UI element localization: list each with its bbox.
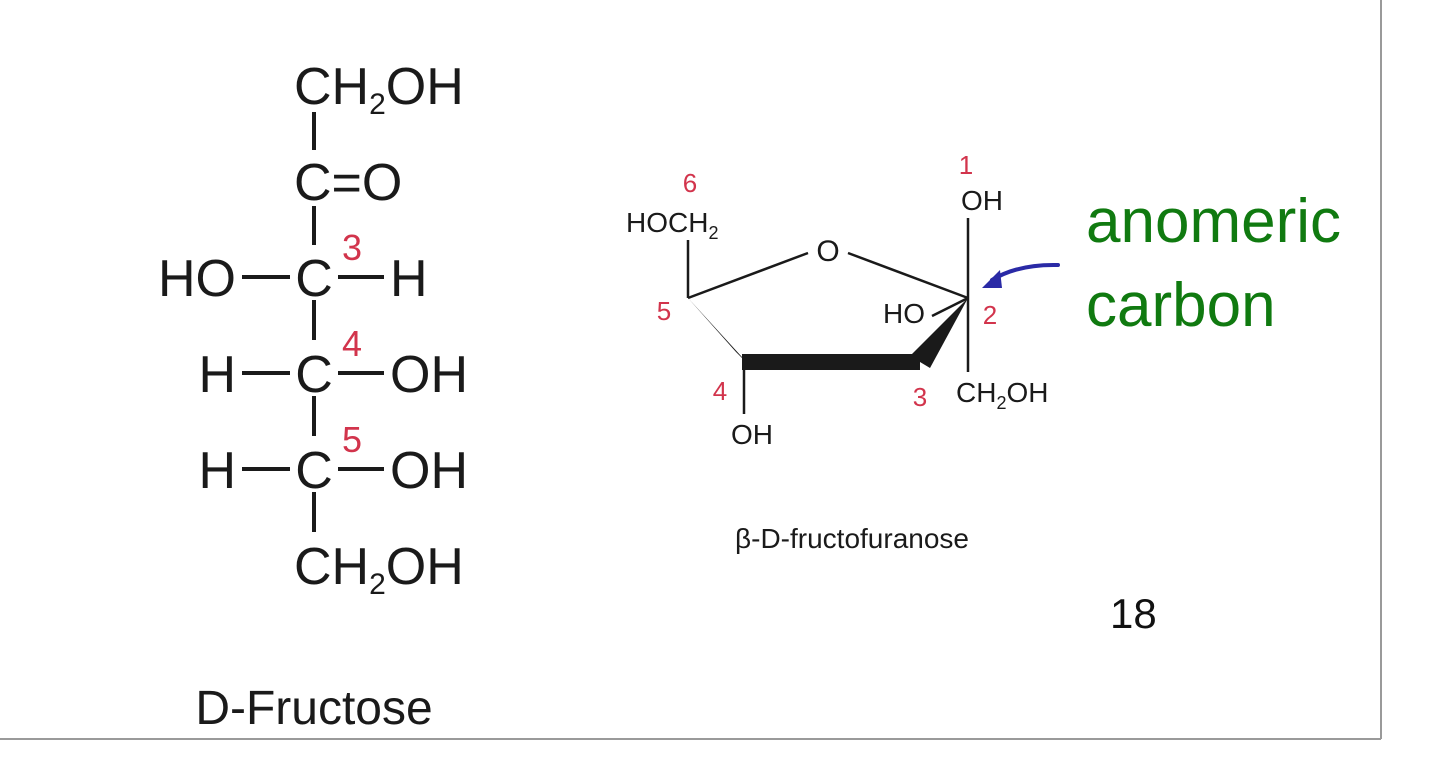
fischer-name: D-Fructose <box>195 682 432 735</box>
haworth-c1-oh: OH <box>961 185 1003 216</box>
fischer-c4-number: 4 <box>342 323 362 364</box>
haworth-number-1: 1 <box>959 150 973 180</box>
haworth-number-6: 6 <box>683 168 697 198</box>
haworth-c2-ho: HO <box>883 298 925 329</box>
fischer-c4-left: H <box>198 346 236 404</box>
bond-c5-c4-wedge <box>688 298 752 368</box>
fischer-carbonyl: C=O <box>294 154 402 212</box>
haworth-number-2: 2 <box>983 300 997 330</box>
haworth-ring-oxygen: O <box>816 235 839 268</box>
anomeric-annotation: anomeric carbon <box>982 187 1341 340</box>
bond-c4-c3-bold <box>742 354 920 370</box>
fischer-c5-left: H <box>198 442 236 500</box>
fischer-c5-right: OH <box>390 442 468 500</box>
haworth-ring <box>687 251 969 370</box>
fischer-c4-carbon: C <box>295 346 333 404</box>
fischer-c3-right: H <box>390 250 428 308</box>
slide-number: 18 <box>1110 590 1157 637</box>
haworth-atom-numbers: 1 2 3 4 5 6 <box>657 150 997 412</box>
bond-c5-o <box>687 251 809 300</box>
haworth-c2-ch2oh: CH2OH <box>956 377 1048 413</box>
fischer-c5-number: 5 <box>342 419 362 460</box>
anomeric-arrow <box>990 262 1060 282</box>
fischer-c3-carbon: C <box>295 250 333 308</box>
bond-c3-c2-wedge <box>910 298 968 368</box>
haworth-projection: O HOCH2 OH HO CH2OH OH 1 2 3 4 5 6 β-D-f… <box>626 150 1048 554</box>
bond-c2-ho <box>931 296 969 318</box>
fischer-bonds <box>242 112 384 532</box>
haworth-number-5: 5 <box>657 296 671 326</box>
haworth-c6-group: HOCH2 <box>626 207 718 243</box>
haworth-name: β-D-fructofuranose <box>735 523 969 554</box>
fischer-top-group: CH2OH <box>294 58 464 121</box>
fischer-c3-number: 3 <box>342 227 362 268</box>
bond-o-c2 <box>847 251 969 300</box>
haworth-substituent-bonds <box>686 218 970 414</box>
fischer-projection: CH2OH C=O HO C H 3 H C OH 4 H C OH 5 CH2… <box>158 58 468 735</box>
fischer-c5-carbon: C <box>295 442 333 500</box>
fischer-c3-left: HO <box>158 250 236 308</box>
fischer-c4-right: OH <box>390 346 468 404</box>
haworth-number-3: 3 <box>913 382 927 412</box>
annotation-line-2: carbon <box>1086 271 1276 340</box>
haworth-number-4: 4 <box>713 376 727 406</box>
haworth-c4-oh: OH <box>731 419 773 450</box>
fischer-bottom-group: CH2OH <box>294 538 464 601</box>
annotation-line-1: anomeric <box>1086 187 1341 256</box>
anomeric-arrowhead <box>982 270 1002 288</box>
slide-frame <box>0 0 1382 740</box>
